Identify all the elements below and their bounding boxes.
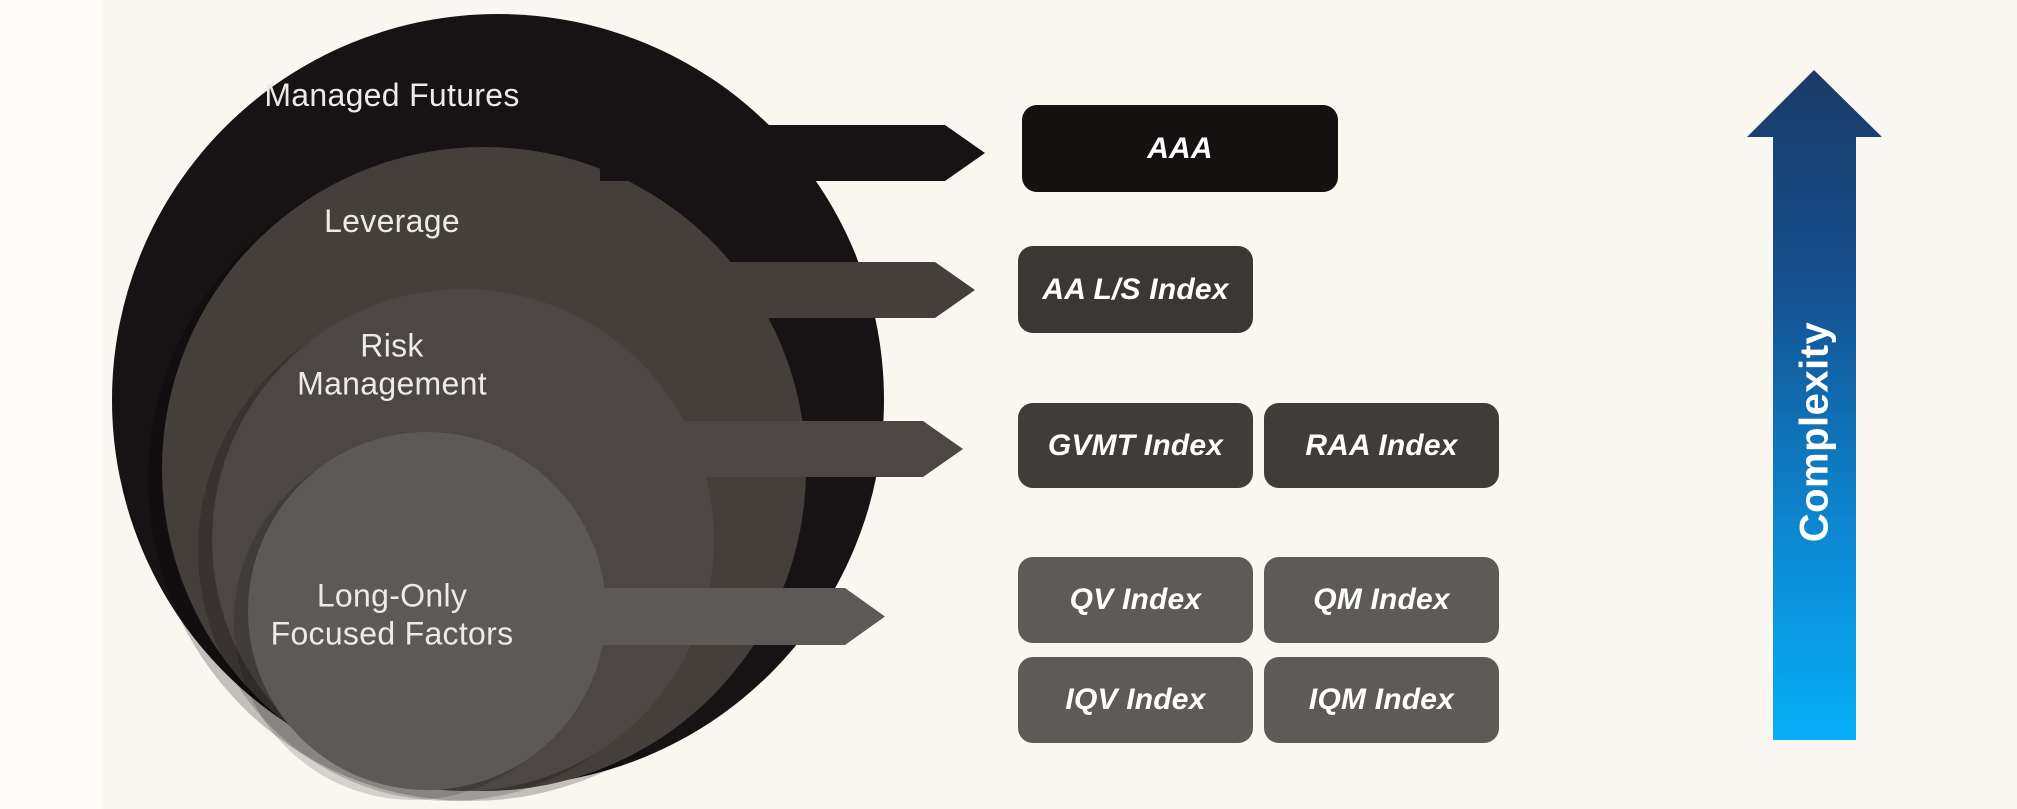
ring-label-leverage: Leverage <box>324 202 460 239</box>
index-box-iqv: IQV Index <box>1018 657 1253 743</box>
index-box-raa: RAA Index <box>1264 403 1499 488</box>
index-box-iqm: IQM Index <box>1264 657 1499 743</box>
index-box-qv: QV Index <box>1018 557 1253 643</box>
ring-label-risk-management: Risk Management <box>297 327 487 402</box>
arrow-managed-futures-to-aaa <box>600 125 985 181</box>
ring-label-managed-futures: Managed Futures <box>264 76 520 113</box>
index-box-aa-ls: AA L/S Index <box>1018 246 1253 333</box>
arrow-risk-management-to-indexes <box>635 421 963 477</box>
ring-label-long-only-focused-factors: Long-Only Focused Factors <box>270 577 514 652</box>
complexity-label: Complexity <box>1792 321 1836 543</box>
background-strip <box>0 0 103 809</box>
index-box-aaa: AAA <box>1022 105 1338 192</box>
arrow-leverage-to-aals <box>620 262 975 318</box>
index-box-qm: QM Index <box>1264 557 1499 643</box>
arrow-long-only-to-indexes <box>430 588 885 645</box>
complexity-arrow: Complexity <box>1747 70 1882 740</box>
index-box-gvmt: GVMT Index <box>1018 403 1253 488</box>
